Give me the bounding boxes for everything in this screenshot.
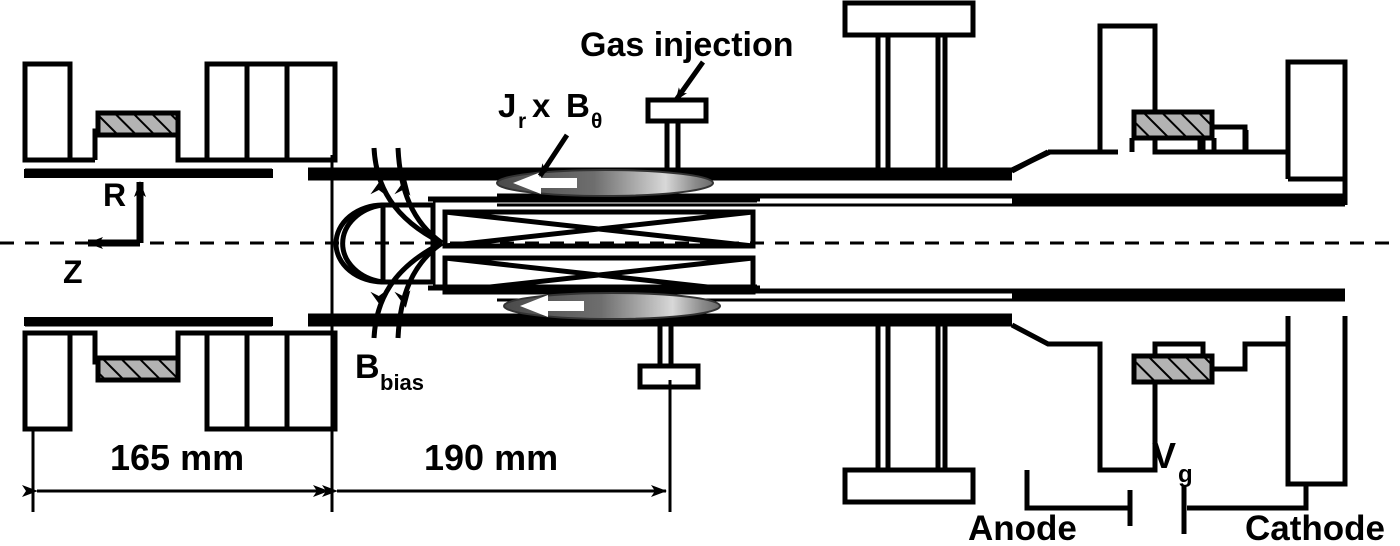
- anode-label: Anode: [968, 509, 1077, 546]
- top-right-magnet-hatched: [1131, 109, 1215, 141]
- battery-symbol: [1127, 485, 1187, 534]
- gas-injection-label: Gas injection: [580, 26, 794, 64]
- bottom-left-wall-plate: [24, 317, 273, 327]
- b-bias-subscript: bias: [380, 370, 424, 395]
- vg-label-group: V g: [1152, 435, 1193, 488]
- power-circuit: [1024, 470, 1309, 511]
- top-left-magnet-hatched: [95, 110, 181, 138]
- b-bias-label-group: B bias: [355, 348, 424, 395]
- bottom-right-magnet-hatched: [1131, 353, 1215, 385]
- coordinate-axes: [87, 181, 146, 249]
- jxb-b-label: B: [566, 87, 590, 124]
- magnetic-coil-bottom: [442, 255, 756, 295]
- jxb-leader: [537, 133, 570, 178]
- top-left-wall-plate: [24, 168, 273, 178]
- left-outer-pole-block-bottom: [22, 330, 73, 432]
- dimension-extension-lines: [31, 155, 672, 512]
- gas-injection-leader: [673, 60, 706, 102]
- vg-label: V: [1152, 435, 1176, 476]
- bottom-left-magnet-hatched: [95, 355, 181, 383]
- cathode-label: Cathode: [1245, 509, 1385, 546]
- bottom-support-pillar: [842, 325, 976, 505]
- bottom-chamber-inner-plate: [1012, 291, 1345, 300]
- magnetic-coil-top: [442, 209, 756, 249]
- top-chamber-inner-plate: [1012, 196, 1345, 205]
- axis-r-label: R: [103, 177, 126, 213]
- dimension-190mm: 190 mm: [322, 437, 667, 497]
- b-bias-label: B: [355, 348, 380, 386]
- dimension-165mm-label: 165 mm: [110, 437, 244, 478]
- vg-subscript: g: [1178, 461, 1193, 488]
- jxb-j-subscript: r: [518, 110, 526, 133]
- b-bias-field-lines: [371, 147, 444, 339]
- top-right-endcap: [1285, 59, 1348, 205]
- axis-z-label: Z: [63, 254, 83, 290]
- dimension-165mm: 165 mm: [22, 437, 329, 497]
- left-coil-block-3: [284, 61, 338, 163]
- b-bias-arrowheads: [370, 178, 411, 308]
- left-outer-pole-block: [22, 61, 73, 163]
- jxb-b-subscript: θ: [591, 110, 602, 133]
- top-support-pillar: [842, 0, 976, 170]
- jxb-force-indicator-bottom: [503, 292, 721, 320]
- dimension-190mm-label: 190 mm: [424, 437, 558, 478]
- jxb-times-symbol: x: [532, 87, 551, 124]
- jxb-label-group: J r x B θ: [498, 87, 602, 133]
- jxb-j-label: J: [498, 87, 516, 124]
- top-right-magnet-seat: [1129, 138, 1217, 152]
- jxb-force-indicator-top: [496, 169, 714, 197]
